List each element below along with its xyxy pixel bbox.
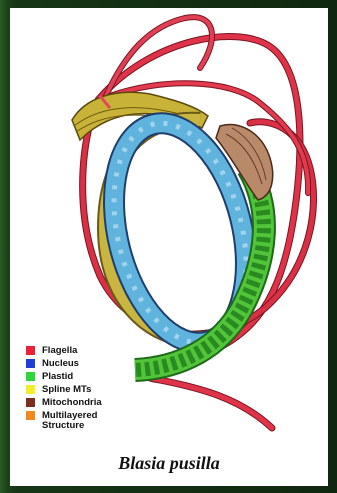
legend-swatch xyxy=(26,398,35,407)
legend-item-mitochondria: Mitochondria xyxy=(26,398,146,408)
figure-caption: Blasia pusilla xyxy=(10,453,328,474)
legend-item-flagella: Flagella xyxy=(26,346,146,356)
legend-label: Plastid xyxy=(42,372,73,382)
legend-label: Multilayered Structure xyxy=(42,411,97,431)
legend-label: Mitochondria xyxy=(42,398,102,408)
legend-swatch xyxy=(26,372,35,381)
figure-frame: Flagella Nucleus Plastid Spline MTs Mito… xyxy=(10,8,328,486)
legend: Flagella Nucleus Plastid Spline MTs Mito… xyxy=(26,346,146,434)
legend-swatch xyxy=(26,359,35,368)
legend-item-nucleus: Nucleus xyxy=(26,359,146,369)
legend-label: Flagella xyxy=(42,346,77,356)
legend-item-plastid: Plastid xyxy=(26,372,146,382)
legend-swatch xyxy=(26,385,35,394)
legend-item-multilayered-structure: Multilayered Structure xyxy=(26,411,146,431)
legend-item-spline-mts: Spline MTs xyxy=(26,385,146,395)
legend-swatch xyxy=(26,411,35,420)
legend-swatch xyxy=(26,346,35,355)
legend-label: Spline MTs xyxy=(42,385,91,395)
legend-label: Nucleus xyxy=(42,359,79,369)
